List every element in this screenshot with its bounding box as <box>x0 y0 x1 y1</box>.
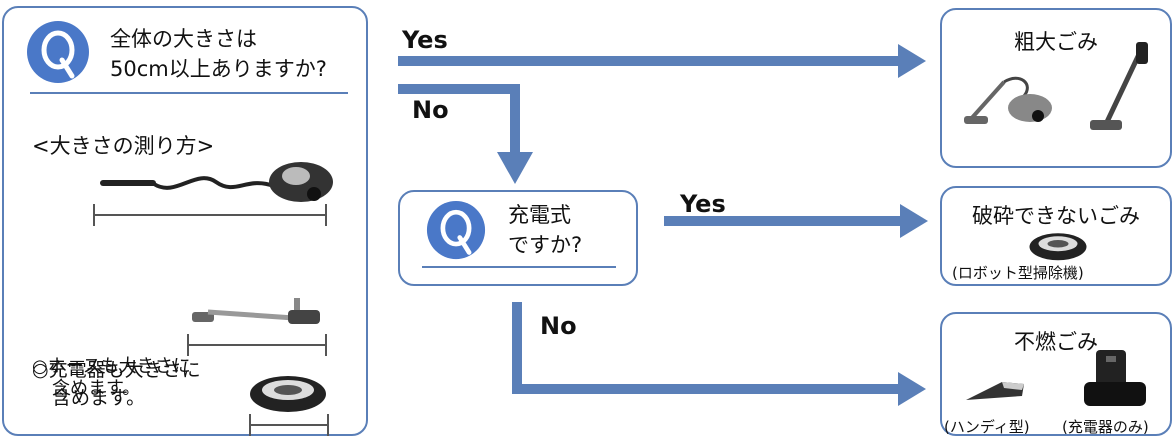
branch-yes-1: Yes <box>402 26 448 54</box>
canister-vacuum-icon <box>964 76 1052 124</box>
robot-vacuum-icon <box>1029 233 1087 261</box>
question1-text: 全体の大きさは 50cm以上ありますか? <box>110 24 327 84</box>
result-oversized <box>940 8 1172 168</box>
hose-note: ○ホースも大きさに 含めます。 <box>32 356 191 400</box>
result-non-crushable-caption: (ロボット型掃除機) <box>952 264 1084 282</box>
question2-line2: ですか? <box>508 233 583 257</box>
charger-note-line2: 含めます。 <box>52 387 146 409</box>
stick-vacuum-icon <box>192 298 320 324</box>
result-oversized-title: 粗大ごみ <box>1014 30 1098 54</box>
question1-line2: 50cm以上ありますか? <box>110 57 327 81</box>
question1-divider <box>30 92 348 94</box>
charger-note: ○充電器も大きさに含めます。 <box>32 356 201 412</box>
result-non-burnable-caption-left: (ハンディ型) <box>944 418 1030 436</box>
branch-no-1: No <box>412 96 449 124</box>
charger-note-line1: ○充電器も大きさに <box>32 359 201 381</box>
q-badge-icon <box>27 21 89 83</box>
charger-dock-icon <box>1084 350 1146 406</box>
size-bracket <box>249 414 329 436</box>
branch-yes-2: Yes <box>680 190 726 218</box>
stick-vacuum-icon <box>1090 42 1148 130</box>
hose-note-line2: 含めます。 <box>52 378 141 399</box>
result-non-crushable-title: 破砕できないごみ <box>972 204 1140 228</box>
question1-line1: 全体の大きさは <box>110 27 257 51</box>
canister-vacuum-icon <box>100 162 333 202</box>
handheld-vacuum-icon <box>966 382 1024 400</box>
q-badge-icon <box>426 200 486 260</box>
size-bracket <box>93 204 327 226</box>
size-bracket <box>187 334 327 356</box>
result-non-burnable-title: 不燃ごみ <box>1014 330 1098 354</box>
question2-line1: 充電式 <box>508 203 571 227</box>
question2-text: 充電式 ですか? <box>508 200 582 260</box>
result-non-burnable <box>940 312 1172 436</box>
robot-vacuum-icon <box>250 376 326 412</box>
measure-heading: <大きさの測り方> <box>32 134 215 158</box>
question2-divider <box>422 266 616 268</box>
branch-no-2: No <box>540 312 577 340</box>
hose-note-line1: ○ホースも大きさに <box>32 356 191 377</box>
result-non-burnable-caption-right: (充電器のみ) <box>1062 418 1149 436</box>
